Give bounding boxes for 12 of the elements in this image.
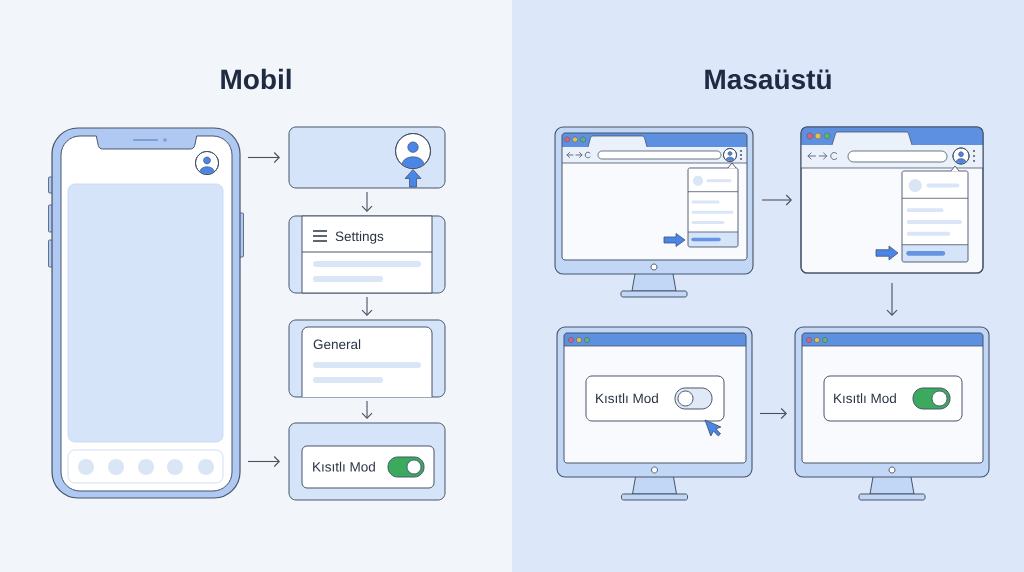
arrow	[361, 191, 373, 212]
screen-title: General	[313, 339, 361, 350]
arrow	[759, 407, 787, 420]
arrow	[247, 455, 280, 468]
arrow	[761, 194, 792, 206]
arrow	[361, 296, 373, 316]
arrow	[886, 282, 898, 316]
arrow	[361, 400, 373, 419]
heading: Masaüstü	[705, 69, 831, 90]
heading: Mobil	[221, 68, 291, 90]
arrow	[247, 151, 280, 164]
screen-title: Settings	[335, 231, 384, 244]
